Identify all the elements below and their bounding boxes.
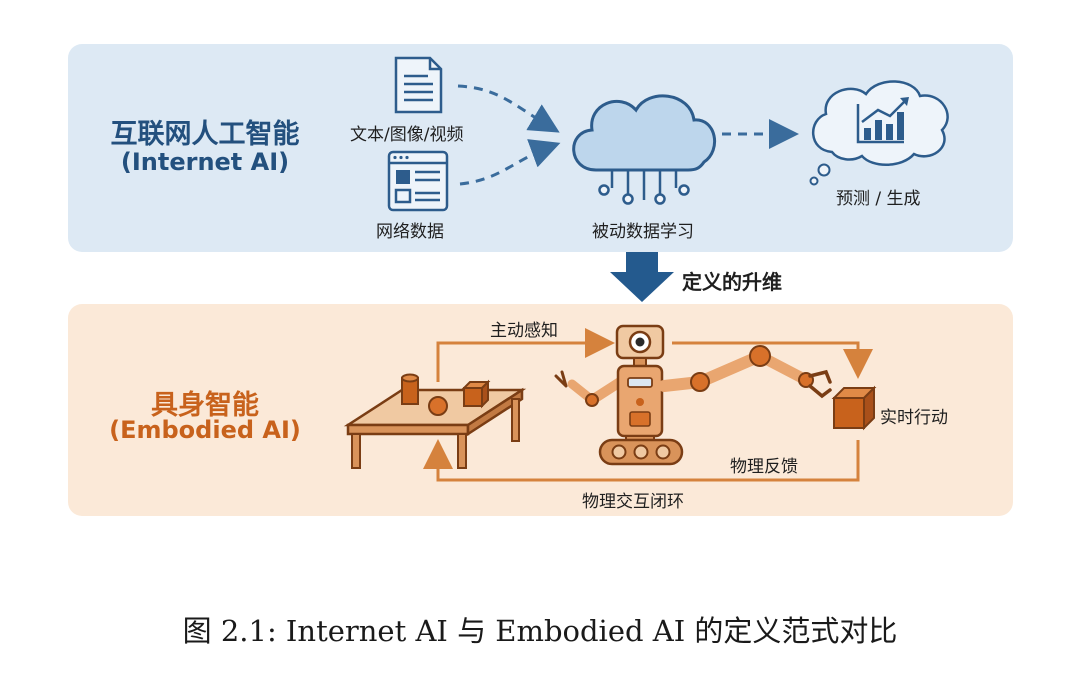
embodied-ai-title-en: (Embodied AI) <box>109 416 301 444</box>
table-icon <box>343 373 527 469</box>
arrow-to-action <box>672 341 873 379</box>
feedback-label: 物理反馈 <box>730 457 798 477</box>
embodied-ai-title-zh: 具身智能 <box>151 390 259 421</box>
source-web-label: 网络数据 <box>376 222 444 242</box>
action-cube-icon <box>831 385 877 431</box>
process-label: 被动数据学习 <box>592 222 694 242</box>
upgrade-down-arrow <box>610 252 674 302</box>
document-icon <box>394 56 443 114</box>
thought-bubble-chart-icon <box>809 80 949 186</box>
arrow-feedback-loop <box>423 439 860 482</box>
internet-ai-title-zh: 互联网人工智能 <box>110 119 300 150</box>
transition-label: 定义的升维 <box>682 270 782 294</box>
arrow-perception <box>436 328 615 382</box>
figure-caption: 图 2.1: Internet AI 与 Embodied AI 的定义范式对比 <box>182 614 898 648</box>
robotic-arm-icon <box>658 345 832 399</box>
action-label: 实时行动 <box>880 408 948 428</box>
output-label: 预测 / 生成 <box>836 189 921 209</box>
robot-icon <box>554 324 684 466</box>
loop-label: 物理交互闭环 <box>582 492 684 512</box>
arrow-web-to-cloud <box>459 139 561 186</box>
cloud-icon <box>572 94 716 205</box>
internet-ai-title-en: (Internet AI) <box>120 148 290 176</box>
webpage-icon <box>387 150 449 212</box>
perception-label: 主动感知 <box>490 321 558 341</box>
arrow-text-to-cloud <box>457 84 560 133</box>
source-text-label: 文本/图像/视频 <box>350 125 464 145</box>
